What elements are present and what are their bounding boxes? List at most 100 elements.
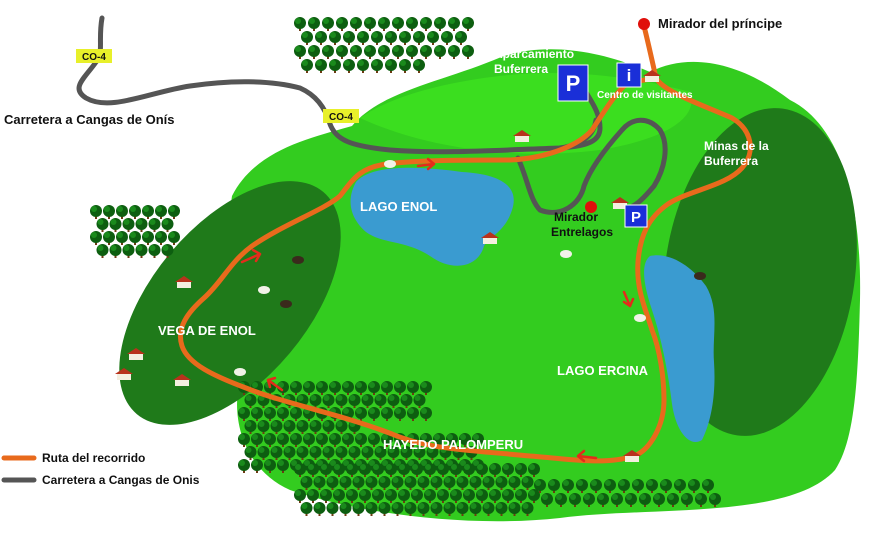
tree-icon	[316, 433, 328, 447]
tree-icon	[443, 476, 456, 490]
tree-icon	[103, 205, 115, 219]
tree-icon	[326, 502, 339, 516]
tree-icon	[437, 463, 449, 477]
tree-icon	[430, 476, 443, 490]
tree-icon	[294, 463, 306, 477]
tree-icon	[385, 489, 397, 503]
label-carretera: Carretera a Cangas de Onís	[4, 112, 175, 127]
tree-icon	[476, 463, 488, 477]
tree-icon	[660, 479, 672, 493]
tree-icon	[296, 446, 309, 460]
tree-icon	[590, 479, 602, 493]
tree-icon	[515, 489, 527, 503]
tree-icon	[399, 31, 411, 45]
tree-icon	[308, 45, 320, 59]
label-mirador-entrelagos: Mirador	[554, 210, 598, 224]
tree-icon	[348, 446, 361, 460]
tree-icon	[335, 446, 348, 460]
tree-icon	[339, 502, 352, 516]
tree-icon	[322, 17, 334, 31]
tree-icon	[336, 45, 348, 59]
animal-icon	[694, 272, 706, 280]
tree-icon	[303, 381, 315, 395]
tree-icon	[625, 493, 637, 507]
tree-icon	[646, 479, 658, 493]
tree-icon	[413, 59, 425, 73]
tree-icon	[238, 407, 250, 421]
label-centro-visitantes: Centro de visitantes	[597, 90, 693, 101]
tree-icon	[391, 476, 404, 490]
tree-icon	[446, 433, 458, 447]
tree-icon	[548, 479, 560, 493]
tree-icon	[251, 407, 263, 421]
tree-icon	[404, 476, 417, 490]
tree-icon	[109, 244, 122, 258]
label-mirador-principe: Mirador del príncipe	[658, 16, 782, 31]
tree-icon	[597, 493, 609, 507]
animal-icon	[258, 286, 270, 294]
tree-icon	[346, 463, 358, 477]
tree-icon	[528, 489, 540, 503]
tree-icon	[667, 493, 679, 507]
tree-icon	[290, 381, 302, 395]
mirador-entrelagos-marker	[585, 201, 597, 213]
animal-icon	[280, 300, 292, 308]
tree-icon	[604, 479, 616, 493]
tree-icon	[472, 433, 484, 447]
tree-icon	[322, 45, 334, 59]
tree-icon	[424, 489, 436, 503]
tree-icon	[426, 446, 439, 460]
tree-icon	[441, 31, 453, 45]
tree-icon	[257, 420, 270, 434]
road-sign-co4-top: CO-4	[76, 49, 112, 63]
tree-icon	[400, 446, 413, 460]
tree-icon	[342, 433, 354, 447]
tree-icon	[251, 459, 263, 473]
hiking-route	[178, 23, 753, 464]
tree-icon	[387, 394, 400, 408]
tree-icon	[122, 244, 135, 258]
animal-icon	[560, 250, 572, 258]
legend: Ruta del recorrido Carretera a Cangas de…	[1, 451, 200, 487]
lake-enol	[350, 167, 514, 266]
tree-icon	[315, 31, 327, 45]
tree-icon	[381, 381, 393, 395]
tree-icon	[541, 493, 553, 507]
label-lago-ercina: LAGO ERCINA	[557, 363, 649, 378]
tree-icon	[411, 489, 423, 503]
tree-cluster-left	[90, 205, 180, 258]
animal-icon	[292, 256, 304, 264]
tree-icon	[534, 479, 546, 493]
tree-icon	[361, 446, 374, 460]
tree-icon	[355, 407, 367, 421]
tree-icon	[406, 17, 418, 31]
tree-icon	[417, 502, 430, 516]
tree-icon	[489, 463, 501, 477]
tree-icon	[368, 381, 380, 395]
tree-icon	[264, 459, 276, 473]
parking-buferrera-sign: P	[557, 64, 589, 102]
tree-icon	[294, 489, 306, 503]
tree-icon	[448, 45, 460, 59]
tree-icon	[653, 493, 665, 507]
tree-icon	[482, 476, 495, 490]
house-icon	[623, 450, 641, 462]
tree-icon	[168, 205, 180, 219]
svg-text:CO-4: CO-4	[82, 52, 106, 63]
label-mirador-entrelagos-2: Entrelagos	[551, 225, 613, 239]
tree-icon	[394, 381, 406, 395]
legend-road-label: Carretera a Cangas de Onis	[42, 473, 200, 487]
svg-text:P: P	[631, 209, 641, 226]
tree-icon	[326, 476, 339, 490]
tree-icon	[348, 394, 361, 408]
tree-icon	[368, 433, 380, 447]
tree-icon	[569, 493, 581, 507]
tree-icon	[329, 433, 341, 447]
tree-icon	[508, 476, 521, 490]
svg-text:i: i	[627, 66, 632, 85]
tree-icon	[350, 45, 362, 59]
svg-text:P: P	[566, 71, 581, 96]
house-icon	[611, 197, 629, 209]
tree-icon	[148, 218, 161, 232]
